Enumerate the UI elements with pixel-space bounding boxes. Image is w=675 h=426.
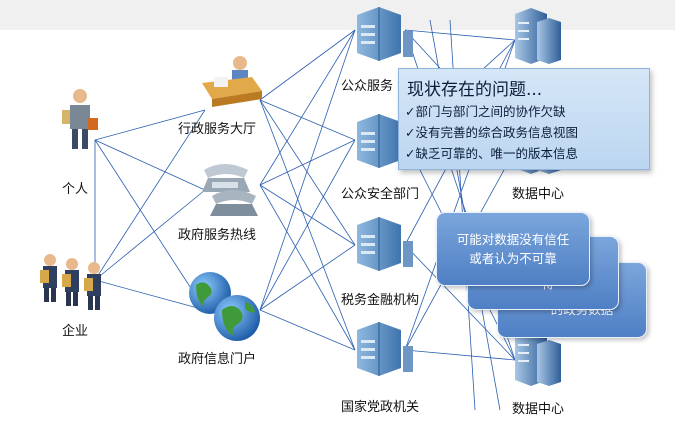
callout-item: ✓没有完善的综合政务信息视图 <box>405 125 578 140</box>
telephone-icon <box>202 164 258 216</box>
node-label-datacenter-middle: 数据中心 <box>512 187 565 202</box>
node-label-public-service: 公众服务 <box>341 79 394 94</box>
callout-item: ✓部门与部门之间的协作欠缺 <box>405 104 566 119</box>
person-icon <box>62 89 98 149</box>
server-icon <box>515 330 561 386</box>
node-label-datacenter-bottom: 数据中心 <box>512 402 565 417</box>
issue-card-front-line2: 或者认为不可靠 <box>469 251 557 266</box>
building-icon <box>357 217 413 271</box>
callout-title: 现状存在的问题... <box>407 80 543 100</box>
callout-item: ✓缺乏可靠的、唯一的版本信息 <box>405 146 578 161</box>
issue-card-front: 可能对数据没有信任 或者认为不可靠 <box>436 212 590 286</box>
service-hall-icon <box>202 56 262 107</box>
node-label-tax-finance: 税务金融机构 <box>341 293 420 308</box>
issue-card-front-line1: 可能对数据没有信任 <box>456 232 570 247</box>
node-label-service-hall: 行政服务大厅 <box>178 122 257 137</box>
building-icon <box>357 7 413 61</box>
globe-icon <box>189 272 260 341</box>
node-label-party-gov: 国家党政机关 <box>341 400 420 415</box>
enterprise-group-icon <box>40 254 101 310</box>
node-label-enterprise: 企业 <box>62 324 89 339</box>
issues-callout: 现状存在的问题... ✓部门与部门之间的协作欠缺 ✓没有完善的综合政务信息视图 … <box>398 68 650 170</box>
node-label-hotline: 政府服务热线 <box>178 228 257 243</box>
header-band <box>0 0 675 30</box>
node-label-individual: 个人 <box>62 182 89 197</box>
building-icon <box>357 322 413 376</box>
node-label-portal: 政府信息门户 <box>178 352 257 367</box>
callout-list: ✓部门与部门之间的协作欠缺 ✓没有完善的综合政务信息视图 ✓缺乏可靠的、唯一的版… <box>405 101 578 164</box>
node-label-public-security: 公众安全部门 <box>341 187 420 202</box>
server-icon <box>515 8 561 64</box>
